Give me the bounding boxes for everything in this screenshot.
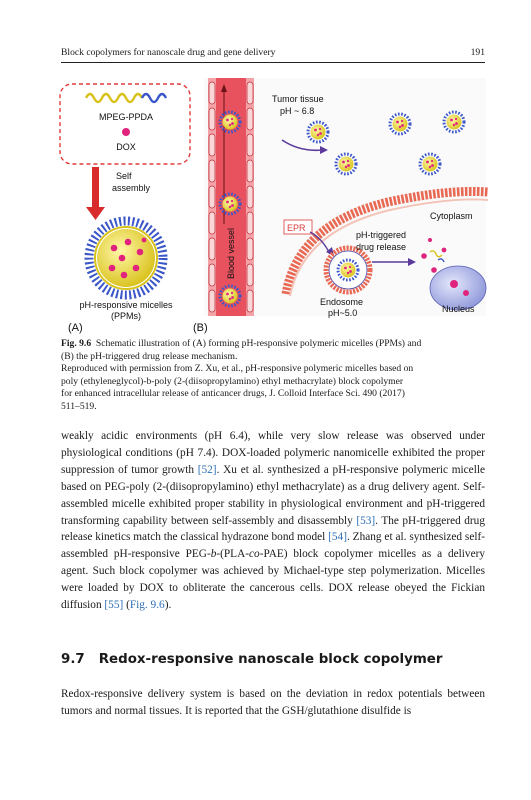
caption-line: Reproduced with permission from Z. Xu, e… — [61, 363, 414, 375]
endosome — [323, 245, 373, 295]
micelle-in-tissue — [388, 112, 412, 136]
released-drug — [421, 238, 452, 276]
body-paragraph: weakly acidic environments (pH 6.4), whi… — [61, 430, 485, 612]
micelle-in-vessel — [218, 110, 242, 134]
epr-label: EPR — [287, 223, 306, 233]
micelle-in-endosome — [336, 258, 360, 282]
micelle-label-1: pH-responsive micelles — [79, 300, 173, 310]
tumor-label-2: pH ~ 6.8 — [280, 106, 314, 116]
section-title: Redox-responsive nanoscale block copolym… — [98, 652, 443, 667]
flow-arrow — [281, 139, 323, 152]
figure-9-6: MPEG-PPDA DOX Self assembly pH-responsiv… — [59, 78, 488, 334]
legend-drug: DOX — [116, 142, 136, 152]
micelle-in-tissue — [418, 152, 442, 176]
caption-line: Schematic illustration of (A) forming pH… — [95, 338, 422, 349]
self-assembly-label-1: Self — [116, 171, 132, 181]
figure-ref-link[interactable]: Fig. 9.6 — [129, 599, 165, 612]
micelle-illustration — [84, 216, 168, 300]
endothelial-cells — [208, 81, 254, 313]
running-header: Block copolymers for nanoscale drug and … — [61, 47, 485, 58]
release-label-1: pH-triggered — [356, 230, 406, 240]
micelle-in-tissue — [334, 152, 358, 176]
running-title: Block copolymers for nanoscale drug and … — [61, 47, 276, 58]
caption-line: for enhanced intracellular release of an… — [61, 388, 405, 400]
caption-line: poly (ethyleneglycol)-b-poly (2-(diisopr… — [61, 375, 404, 387]
ref-52-link[interactable]: [52] — [197, 463, 217, 476]
ref-55-link[interactable]: [55] — [104, 599, 124, 612]
panel-a-label: (A) — [68, 322, 83, 334]
caption-line: 511–519. — [61, 400, 97, 412]
legend-polymer: MPEG-PPDA — [99, 112, 153, 122]
cytoplasm-label: Cytoplasm — [430, 211, 473, 221]
ref-53-link[interactable]: [53] — [356, 514, 376, 527]
endosome-label-2: pH~5.0 — [328, 308, 357, 318]
release-label-2: drug release — [356, 242, 406, 252]
nucleus-label: Nucleus — [442, 304, 475, 314]
micelle-in-vessel — [218, 284, 242, 308]
section-number: 9.7 — [61, 652, 85, 667]
panel-b-label: (B) — [193, 322, 208, 334]
section-heading: 9.7 Redox-responsive nanoscale block cop… — [61, 652, 442, 667]
header-rule — [61, 62, 485, 63]
micelle-in-tissue — [306, 120, 330, 144]
epr-box — [283, 219, 313, 235]
caption-line: (B) the pH-triggered drug release mechan… — [61, 350, 238, 362]
nucleus — [429, 265, 487, 311]
dox-drug-icon — [122, 128, 130, 136]
cell-membrane — [281, 186, 488, 295]
endosome-label-1: Endosome — [320, 297, 363, 307]
page-number: 191 — [470, 47, 485, 58]
micelle-in-tissue — [442, 110, 466, 134]
self-assembly-arrow — [92, 167, 99, 209]
section-paragraph: Redox-responsive delivery system is base… — [61, 688, 485, 717]
ref-54-link[interactable]: [54] — [328, 531, 347, 544]
micelle-label-2: (PPMs) — [111, 311, 141, 321]
legend-box — [59, 83, 191, 165]
polymer-chain-icon — [84, 92, 144, 104]
tumor-label-1: Tumor tissue — [272, 94, 324, 104]
self-assembly-label-2: assembly — [112, 183, 151, 193]
figure-caption: Fig. 9.6 Schematic illustration of (A) f… — [61, 338, 485, 414]
caption-label: Fig. 9.6 — [61, 338, 92, 349]
blood-vessel-label: Blood vessel — [226, 228, 236, 279]
micelle-in-vessel — [218, 192, 242, 216]
